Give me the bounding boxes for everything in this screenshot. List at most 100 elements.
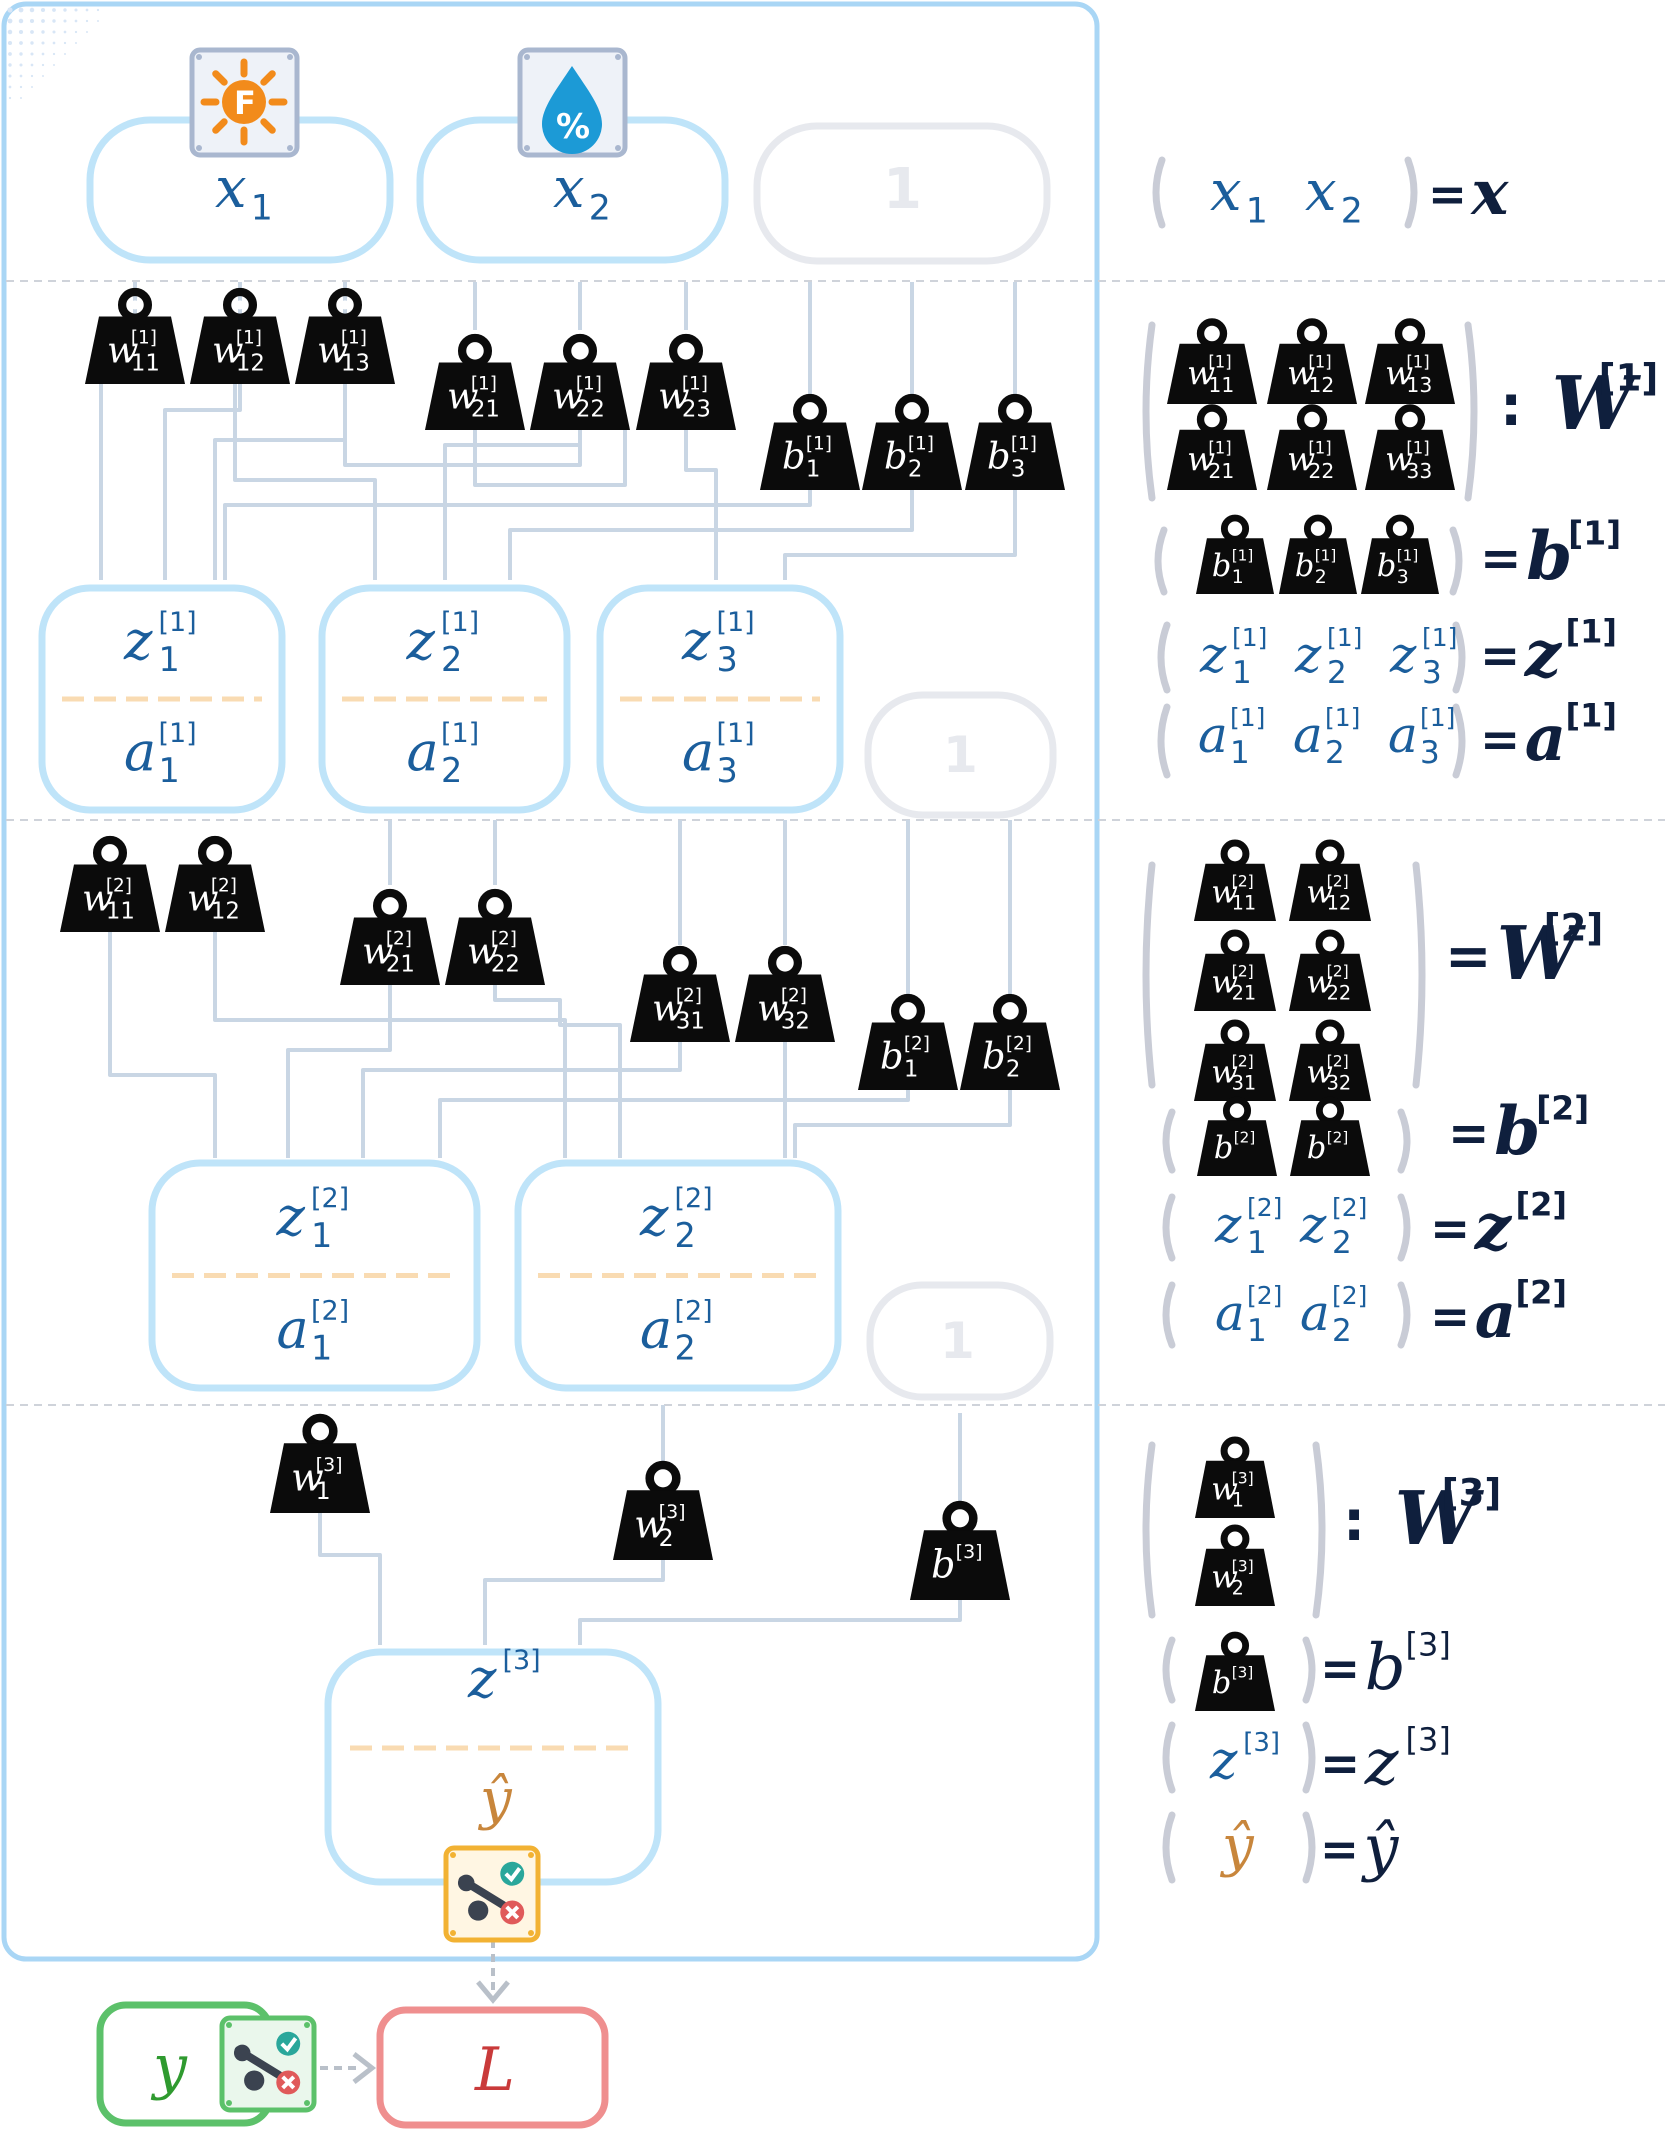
svg-text:W: W (1552, 361, 1642, 447)
math-label: w[2]11 (82, 875, 135, 924)
math-label: w[3]1 (291, 1454, 342, 1505)
svg-text:[1]: [1] (341, 327, 367, 348)
arrow-head (476, 1980, 510, 2004)
svg-text:2: 2 (589, 188, 611, 228)
svg-text:=: = (1480, 628, 1520, 684)
connection-wire (443, 420, 582, 580)
svg-text:[2]: [2] (781, 985, 807, 1006)
math-label: b[3] (1212, 1663, 1253, 1701)
legend-b1-bracket (1154, 526, 1463, 596)
svg-text:[2]: [2] (1327, 962, 1349, 980)
legend-W1-weight: w[1]22 (1267, 404, 1357, 490)
svg-text:2: 2 (674, 1328, 695, 1367)
svg-text:23: 23 (682, 396, 711, 422)
svg-text:=: = (1320, 1736, 1360, 1792)
legend-a1-bracket (1157, 703, 1466, 779)
svg-text:a: a (407, 720, 439, 783)
math-label: b[1]3 (987, 433, 1037, 482)
math-label: w[2]32 (1306, 1052, 1351, 1094)
legend-W2-weight: w[2]11 (1194, 839, 1276, 921)
svg-text:2: 2 (1006, 1056, 1021, 1082)
weight-w1_23: w[1]23 (636, 333, 736, 430)
svg-text:[1]: [1] (1325, 703, 1360, 732)
svg-text:21: 21 (386, 951, 415, 977)
svg-text:1: 1 (311, 1216, 332, 1255)
svg-text:[2]: [2] (491, 928, 517, 949)
decor-dot (40, 7, 46, 13)
svg-text:1: 1 (1230, 735, 1250, 771)
svg-text:[1]: [1] (1599, 357, 1659, 400)
svg-text:22: 22 (491, 951, 520, 977)
math-label: w[2]31 (652, 985, 705, 1034)
legend-W2-weight: w[2]32 (1289, 1019, 1371, 1101)
decor-dot (7, 29, 13, 35)
svg-text:2: 2 (1341, 191, 1363, 231)
legend-z3-item: z[3] (1209, 1728, 1280, 1791)
legend-z2-result: =z[2] (1430, 1186, 1567, 1265)
svg-text:[1]: [1] (1308, 439, 1331, 458)
connection-wire (343, 380, 582, 467)
svg-text:[3]: [3] (1405, 1626, 1450, 1664)
legend-a2-bracket (1162, 1281, 1411, 1349)
svg-text:z: z (467, 1647, 497, 1710)
svg-text:1: 1 (1232, 655, 1252, 691)
svg-text:[1]: [1] (1568, 514, 1621, 553)
layer2-const-label: 1 (940, 1312, 975, 1370)
legend-W1-bracket (1142, 321, 1478, 502)
decor-dot (63, 41, 67, 45)
svg-text:[1]: [1] (682, 373, 708, 394)
legend-b3-weight: b[3] (1195, 1631, 1275, 1711)
svg-text:31: 31 (1232, 1072, 1257, 1095)
svg-text:[1]: [1] (441, 718, 479, 749)
svg-text:[2]: [2] (211, 875, 237, 896)
svg-text:z: z (1524, 617, 1563, 692)
decor-dot (85, 8, 89, 12)
legend-b3-bracket (1162, 1636, 1316, 1704)
svg-text:z: z (1214, 1196, 1242, 1254)
svg-text:1: 1 (1247, 1225, 1267, 1261)
weight-w1_11: w[1]11 (85, 287, 185, 384)
svg-text:[2]: [2] (1232, 1052, 1254, 1070)
decor-dot (7, 40, 13, 46)
svg-text:[2]: [2] (1515, 1186, 1567, 1224)
connection-wire (483, 1550, 665, 1645)
svg-text:w: w (1385, 441, 1413, 479)
decor-dot (52, 52, 56, 56)
svg-text:[2]: [2] (386, 928, 412, 949)
math-label: b[1]3 (1377, 546, 1418, 587)
output-z-label: z[3] (467, 1645, 541, 1710)
legend-W1-weight: w[1]12 (1267, 318, 1357, 404)
svg-text:w: w (1211, 875, 1238, 911)
connection-wire (783, 490, 1017, 580)
svg-text:z: z (1389, 626, 1417, 684)
legend-W1-weight: w[1]33 (1365, 404, 1455, 490)
decor-dot (30, 41, 34, 45)
svg-text:[1]: [1] (1565, 697, 1617, 735)
math-label: w[1]12 (1287, 353, 1334, 397)
svg-text:[3]: [3] (659, 1501, 686, 1523)
svg-text:b: b (1212, 1666, 1231, 1701)
weight-w3_1: w[3]1 (270, 1413, 370, 1513)
connection-wire (108, 920, 217, 1158)
svg-text:b: b (1214, 1131, 1233, 1166)
svg-text:a: a (1475, 1278, 1516, 1353)
svg-text:b: b (931, 1543, 955, 1587)
svg-text:[3]: [3] (1232, 1469, 1254, 1487)
svg-text:b: b (1295, 549, 1314, 584)
legend-yhat-bracket (1162, 1811, 1316, 1884)
legend-b2-result: =b[2] (1448, 1089, 1589, 1170)
svg-text:w: w (467, 929, 499, 972)
svg-text:11: 11 (1208, 373, 1234, 397)
svg-text:2: 2 (1327, 655, 1347, 691)
decor-dot (52, 30, 56, 34)
scale-check-cross-icon (443, 1845, 541, 1943)
math-label: b[2] (1214, 1128, 1255, 1166)
svg-text:=: = (1428, 167, 1467, 221)
legend-b2-weight: b[2] (1197, 1096, 1277, 1176)
svg-text:32: 32 (1327, 1072, 1352, 1095)
svg-text:=: = (1430, 1289, 1470, 1345)
svg-text:[2]: [2] (311, 1295, 349, 1326)
svg-text:12: 12 (1327, 892, 1352, 915)
decor-dot (8, 74, 12, 78)
svg-text:W: W (1395, 1476, 1485, 1562)
